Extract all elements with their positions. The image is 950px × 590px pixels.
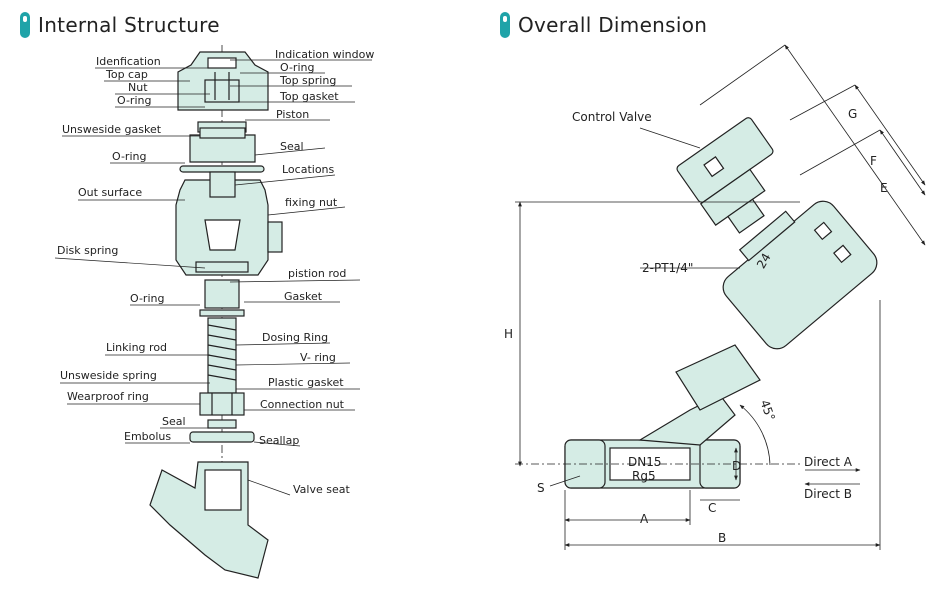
label-unsweside-spring: Unsweside spring [60, 369, 157, 382]
label-connection-nut: Connection nut [260, 398, 345, 411]
dim-h: H [504, 327, 513, 341]
right-label-texts: Indication window O-ring Top spring Top … [259, 48, 374, 496]
dim-d: D [732, 459, 741, 473]
dim-c: C [708, 501, 716, 515]
dimension-lines [515, 44, 926, 550]
left-callouts [54, 67, 225, 444]
label-indication-window: Indication window [275, 48, 374, 61]
header-marker-icon [500, 12, 510, 38]
label-out-surface: Out surface [78, 186, 142, 199]
label-piston: Piston [276, 108, 309, 121]
label-direct-b: Direct B [804, 487, 852, 501]
label-seallap: Seallap [259, 434, 299, 447]
internal-structure-header: Internal Structure [20, 12, 220, 38]
right-callouts [229, 59, 372, 496]
label-wearproof-ring: Wearproof ring [67, 390, 149, 403]
label-embolus: Embolus [124, 430, 171, 443]
assembled-valve-view [564, 117, 878, 489]
label-fixing-nut: fixing nut [285, 196, 338, 209]
label-gasket: Gasket [284, 290, 323, 303]
label-dn: DN15 [628, 455, 662, 469]
dim-g: G [848, 107, 857, 121]
label-top-cap: Top cap [105, 68, 148, 81]
label-direct-a: Direct A [804, 455, 853, 469]
label-wrench-size: 24 [754, 251, 774, 271]
label-o-ring-1: O-ring [117, 94, 151, 107]
internal-structure-title: Internal Structure [38, 13, 220, 37]
dim-s: S [537, 481, 545, 495]
label-pistion-rod: pistion rod [288, 267, 346, 280]
dim-a: A [640, 512, 649, 526]
label-control-valve: Control Valve [572, 110, 652, 124]
label-nut: Nut [128, 81, 148, 94]
label-seal-right: Seal [280, 140, 304, 153]
label-valve-seat: Valve seat [293, 483, 350, 496]
exploded-valve-view [149, 45, 283, 579]
label-v-ring: V- ring [300, 351, 336, 364]
label-port: 2-PT1/4" [642, 261, 693, 275]
label-disk-spring: Disk spring [57, 244, 118, 257]
dim-b: B [718, 531, 726, 545]
label-o-ring-2: O-ring [112, 150, 146, 163]
label-unsweside-gasket: Unsweside gasket [62, 123, 162, 136]
label-o-ring-3: O-ring [130, 292, 164, 305]
label-top-spring: Top spring [279, 74, 336, 87]
label-idenfication: Idenfication [96, 55, 161, 68]
dimension-texts: Control Valve 2-PT1/4" 24 45° DN15 Rg5 D… [504, 107, 888, 545]
overall-dimension-title: Overall Dimension [518, 13, 708, 37]
label-seal: Seal [162, 415, 186, 428]
label-rg: Rg5 [632, 469, 656, 483]
label-plastic-gasket: Plastic gasket [268, 376, 344, 389]
label-angle: 45° [757, 398, 777, 423]
label-linking-rod: Linking rod [106, 341, 167, 354]
label-dosing-ring: Dosing Ring [262, 331, 328, 344]
header-marker-icon [20, 12, 30, 38]
dim-e: E [880, 181, 888, 195]
label-locations: Locations [282, 163, 335, 176]
dim-f: F [870, 154, 877, 168]
label-top-gasket: Top gasket [279, 90, 339, 103]
overall-dimension-header: Overall Dimension [500, 12, 707, 38]
label-o-ring-top: O-ring [280, 61, 314, 74]
left-label-texts: Idenfication Top cap Nut O-ring Unswesid… [57, 55, 186, 443]
